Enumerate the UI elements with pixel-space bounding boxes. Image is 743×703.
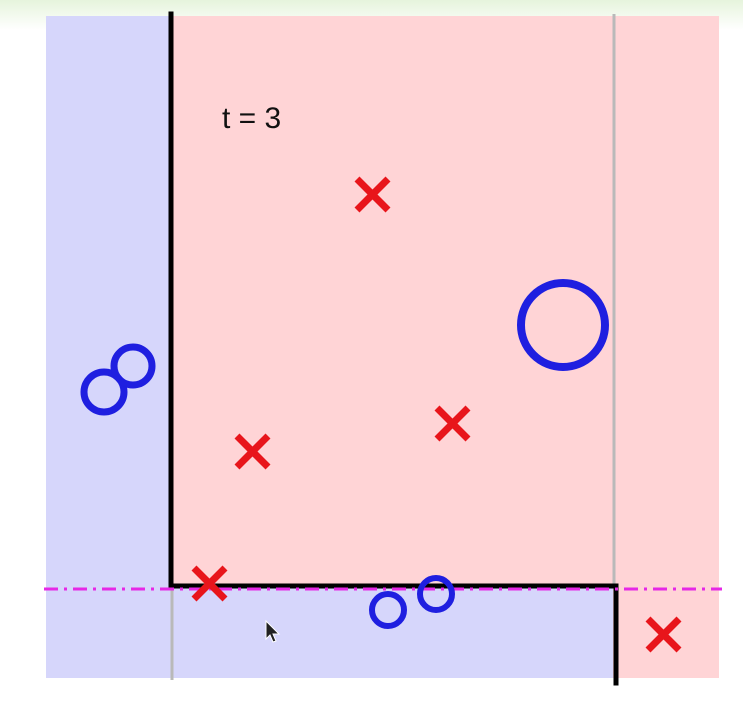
circle-marker — [417, 575, 455, 613]
decision-regions — [46, 16, 719, 678]
left-blue-region — [46, 16, 172, 678]
upper-red-region — [172, 16, 613, 586]
cross-marker — [645, 616, 682, 653]
cross-marker — [354, 176, 391, 213]
right-red-region-upper — [613, 16, 719, 586]
circle-marker — [369, 591, 407, 629]
circle-marker — [80, 368, 128, 416]
circle-markers — [80, 279, 609, 629]
lower-blue-region — [172, 586, 613, 678]
iteration-label: t = 3 — [222, 102, 281, 135]
cross-marker — [434, 405, 471, 442]
mouse-pointer-icon — [265, 619, 281, 643]
combined-boundary — [168, 11, 619, 686]
cross-marker — [191, 565, 228, 602]
circle-marker-large — [517, 279, 609, 371]
previous-boundaries — [170, 14, 616, 680]
cross-markers — [191, 176, 682, 653]
cross-marker — [234, 433, 271, 470]
circle-marker — [110, 343, 156, 389]
